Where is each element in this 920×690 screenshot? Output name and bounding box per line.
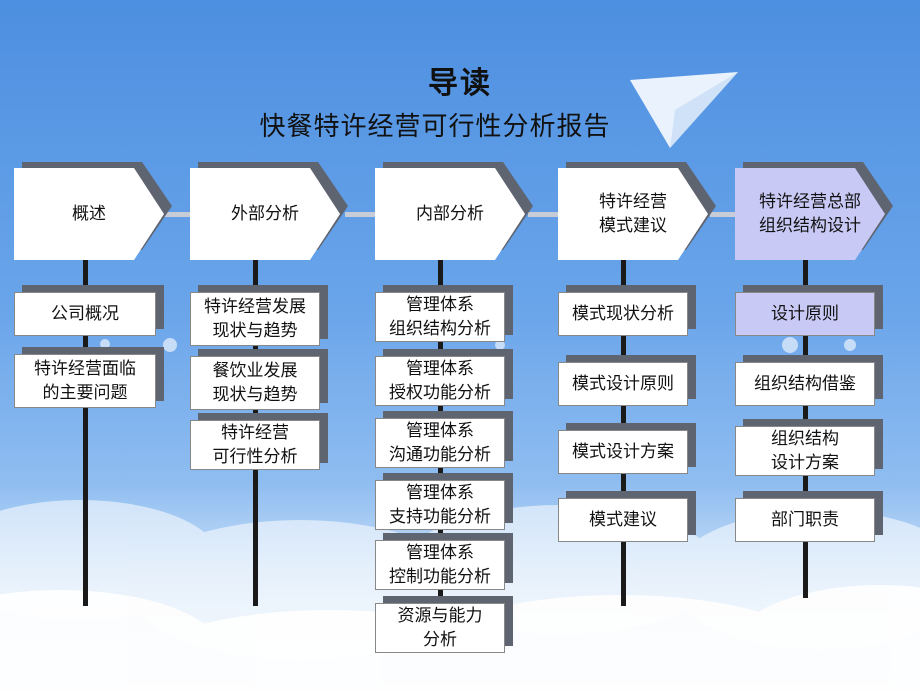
item-box: 管理体系授权功能分析	[375, 349, 513, 406]
item-face: 组织结构设计方案	[735, 426, 875, 476]
column-header: 内部分析	[375, 162, 535, 260]
column-header: 特许经营模式建议	[558, 162, 718, 260]
item-face: 管理体系控制功能分析	[375, 540, 505, 590]
paper-plane-icon	[630, 72, 738, 148]
header-face: 外部分析	[190, 168, 340, 260]
item-box: 管理体系组织结构分析	[375, 285, 513, 342]
item-face: 资源与能力分析	[375, 603, 505, 653]
connector-line	[345, 212, 385, 217]
item-face: 餐饮业发展现状与趋势	[190, 356, 320, 410]
item-label: 管理体系控制功能分析	[389, 543, 491, 587]
item-label: 组织结构借鉴	[754, 374, 856, 394]
item-box: 特许经营发展现状与趋势	[190, 285, 328, 346]
header-face: 概述	[14, 168, 164, 260]
item-box: 设计原则	[735, 285, 883, 336]
item-box: 餐饮业发展现状与趋势	[190, 349, 328, 410]
column-header: 特许经营总部组织结构设计	[735, 162, 895, 260]
item-face: 管理体系授权功能分析	[375, 356, 505, 406]
item-face: 组织结构借鉴	[735, 362, 875, 406]
item-box: 公司概况	[14, 285, 164, 336]
item-box: 模式设计方案	[558, 423, 696, 474]
item-face: 管理体系沟通功能分析	[375, 418, 505, 468]
item-box: 部门职责	[735, 491, 883, 542]
item-face: 特许经营可行性分析	[190, 420, 320, 470]
item-box: 特许经营面临的主要问题	[14, 347, 164, 408]
item-face: 部门职责	[735, 498, 875, 542]
item-label: 模式设计原则	[572, 374, 674, 394]
header-label: 外部分析	[231, 204, 299, 224]
connector-line	[710, 212, 745, 217]
connector-line	[528, 212, 568, 217]
item-label: 管理体系支持功能分析	[389, 483, 491, 527]
item-face: 特许经营面临的主要问题	[14, 354, 156, 408]
item-box: 组织结构借鉴	[735, 355, 883, 406]
header-face: 内部分析	[375, 168, 525, 260]
item-face: 模式设计方案	[558, 430, 688, 474]
item-face: 管理体系支持功能分析	[375, 480, 505, 530]
header-label: 特许经营总部组织结构设计	[759, 192, 861, 236]
item-label: 公司概况	[51, 304, 119, 324]
header-label: 概述	[72, 204, 106, 224]
item-label: 餐饮业发展现状与趋势	[212, 361, 298, 405]
item-label: 管理体系授权功能分析	[389, 359, 491, 403]
item-box: 管理体系支持功能分析	[375, 473, 513, 530]
item-label: 特许经营发展现状与趋势	[204, 297, 306, 341]
item-face: 管理体系组织结构分析	[375, 292, 505, 342]
item-face: 设计原则	[735, 292, 875, 336]
item-box: 管理体系沟通功能分析	[375, 411, 513, 468]
item-box: 模式建议	[558, 491, 696, 542]
item-box: 特许经营可行性分析	[190, 413, 328, 470]
item-face: 模式建议	[558, 498, 688, 542]
column-header: 外部分析	[190, 162, 350, 260]
item-box: 管理体系控制功能分析	[375, 533, 513, 590]
header-label: 内部分析	[416, 204, 484, 224]
item-label: 模式设计方案	[572, 442, 674, 462]
item-label: 模式现状分析	[572, 304, 674, 324]
header-label: 特许经营模式建议	[599, 192, 667, 236]
item-face: 特许经营发展现状与趋势	[190, 292, 320, 346]
header-face: 特许经营总部组织结构设计	[735, 168, 885, 260]
item-box: 模式设计原则	[558, 355, 696, 406]
item-box: 组织结构设计方案	[735, 419, 883, 476]
item-label: 资源与能力分析	[397, 606, 483, 650]
item-label: 模式建议	[589, 510, 657, 530]
item-face: 模式设计原则	[558, 362, 688, 406]
item-label: 管理体系组织结构分析	[389, 295, 491, 339]
item-label: 组织结构设计方案	[771, 429, 839, 473]
page-subtitle: 快餐特许经营可行性分析报告	[259, 112, 611, 142]
item-label: 特许经营可行性分析	[212, 423, 298, 467]
header-face: 特许经营模式建议	[558, 168, 708, 260]
column-header: 概述	[14, 162, 174, 260]
item-label: 部门职责	[771, 510, 839, 530]
item-box: 资源与能力分析	[375, 596, 513, 653]
column-line	[83, 255, 88, 606]
item-face: 模式现状分析	[558, 292, 688, 336]
item-label: 设计原则	[771, 304, 839, 324]
page-title: 导读	[428, 66, 492, 101]
connector-line	[160, 212, 200, 217]
item-label: 特许经营面临的主要问题	[34, 359, 136, 403]
item-label: 管理体系沟通功能分析	[389, 421, 491, 465]
item-face: 公司概况	[14, 292, 156, 336]
item-box: 模式现状分析	[558, 285, 696, 336]
